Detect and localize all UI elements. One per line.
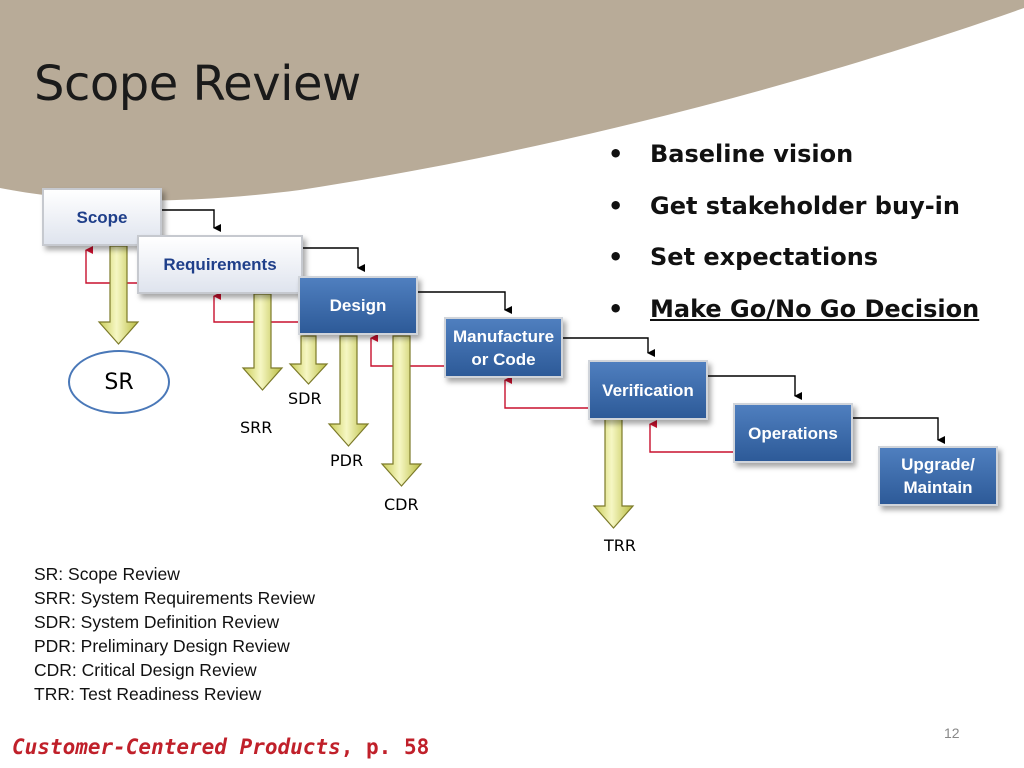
connector-scope-requirements xyxy=(162,209,221,232)
connector-manufacture-verification xyxy=(563,337,655,357)
phase-upgrade-box: Upgrade/ Maintain xyxy=(878,446,998,506)
forward-connectors xyxy=(162,209,945,444)
feedback-connectors xyxy=(85,246,733,453)
review-trr-label: TRR xyxy=(604,536,637,555)
phase-design-label: Design xyxy=(329,296,387,315)
legend-item: CDR: Critical Design Review xyxy=(34,660,257,680)
review-arrow-cdr xyxy=(380,335,423,487)
bullet-text: Baseline vision xyxy=(650,140,854,168)
review-pdr-label: PDR xyxy=(330,451,364,470)
legend-item: SRR: System Requirements Review xyxy=(34,588,316,608)
bullet-item: •Baseline vision xyxy=(608,140,854,168)
citation: Customer-Centered Products, p. 58 xyxy=(12,735,429,759)
phase-design-box: Design xyxy=(298,276,418,335)
phase-verification-label: Verification xyxy=(602,380,694,400)
feedback-operations-verification xyxy=(649,420,733,453)
phase-verification-box: Verification xyxy=(588,360,708,420)
citation-book: Customer-Centered Products xyxy=(12,735,341,759)
bullet-item: •Get stakeholder buy-in xyxy=(608,191,960,220)
review-sdr-label: SDR xyxy=(288,389,322,408)
review-sr-ellipse: SR xyxy=(68,350,170,414)
connector-design-manufacture xyxy=(418,291,512,314)
bullet-text: Get stakeholder buy-in xyxy=(650,191,960,220)
phase-manufacture-label-2: or Code xyxy=(471,349,536,369)
feedback-manufacture-design xyxy=(370,334,444,367)
bullet-text-underlined: Make Go/No Go Decision xyxy=(650,294,980,323)
bullet-list: •Baseline vision •Get stakeholder buy-in… xyxy=(608,140,979,346)
page-number: 12 xyxy=(944,725,960,741)
review-sr-label: SR xyxy=(104,369,134,395)
review-arrow-sr xyxy=(97,245,140,345)
review-arrow-sdr xyxy=(288,335,329,385)
acronym-legend: SR: Scope Review SRR: System Requirement… xyxy=(34,564,315,708)
slide-title: Scope Review xyxy=(34,56,361,112)
bullet-item: •Set expectations xyxy=(608,243,879,271)
citation-page: , p. 58 xyxy=(340,735,430,759)
bullet-item: •Make Go/No Go Decision xyxy=(608,294,980,323)
bullet-text: Set expectations xyxy=(650,243,879,271)
feedback-verification-manufacture xyxy=(504,376,588,409)
phase-scope-label: Scope xyxy=(76,207,128,227)
legend-item: TRR: Test Readiness Review xyxy=(34,684,262,704)
phase-requirements-label: Requirements xyxy=(163,255,277,274)
phase-upgrade-label-2: Maintain xyxy=(903,478,973,497)
review-arrow-pdr xyxy=(327,335,370,447)
phase-operations-box: Operations xyxy=(733,403,853,463)
legend-item: SDR: System Definition Review xyxy=(34,612,280,632)
phase-manufacture-box: Manufacture or Code xyxy=(444,317,563,378)
legend-item: SR: Scope Review xyxy=(34,564,180,584)
review-cdr-label: CDR xyxy=(384,495,419,514)
review-arrow-trr xyxy=(592,417,635,529)
legend-item: PDR: Preliminary Design Review xyxy=(34,636,290,656)
phase-operations-label: Operations xyxy=(748,423,838,443)
review-arrow-srr xyxy=(241,293,284,391)
phase-upgrade-label-1: Upgrade/ xyxy=(901,455,975,474)
review-srr-label: SRR xyxy=(240,418,273,437)
connector-verification-operations xyxy=(708,375,802,400)
connector-operations-upgrade xyxy=(853,417,945,444)
phase-requirements-box: Requirements xyxy=(137,235,303,294)
review-arrows xyxy=(97,245,635,529)
connector-requirements-design xyxy=(303,247,365,272)
phase-manufacture-label-1: Manufacture xyxy=(452,326,555,346)
